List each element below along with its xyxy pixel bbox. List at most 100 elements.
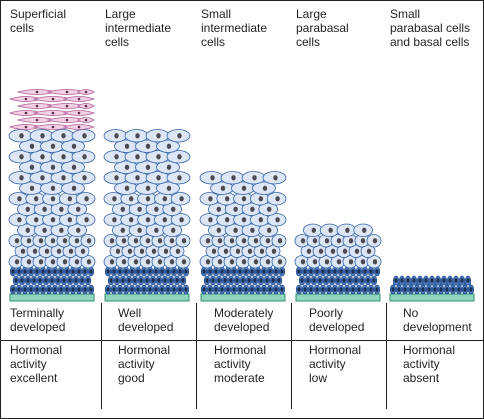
epithelial-cell-nucleus — [216, 206, 221, 212]
epithelial-cell-nucleus — [86, 259, 92, 265]
pyknotic-nucleus — [84, 90, 88, 94]
basal-cell-nucleus — [109, 278, 113, 283]
epithelial-cell-nucleus — [267, 227, 272, 233]
pyknotic-nucleus — [65, 104, 69, 108]
basal-cell-nucleus — [327, 287, 331, 292]
basal-cell-nucleus — [89, 269, 93, 274]
epithelial-cell-nucleus — [210, 175, 215, 181]
basal-cell-nucleus — [214, 287, 218, 292]
basal-cell-nucleus — [406, 278, 410, 283]
epithelial-cell-nucleus — [166, 185, 172, 191]
epithelial-cell-nucleus — [50, 196, 56, 202]
basal-cell-nucleus — [23, 287, 27, 292]
basal-cell-nucleus — [424, 278, 428, 283]
epithelial-cell-nucleus — [42, 227, 47, 233]
basal-cell-nucleus — [336, 278, 340, 283]
basal-cell-nucleus — [457, 287, 461, 292]
epithelial-cell-nucleus — [67, 217, 73, 223]
basal-cell-nucleus — [71, 269, 75, 274]
basal-cell-nucleus — [315, 287, 319, 292]
epithelial-cell-nucleus — [137, 227, 142, 233]
basal-cell-nucleus — [357, 269, 361, 274]
basal-cell-nucleus — [106, 269, 110, 274]
epithelial-cell-nucleus — [40, 133, 45, 139]
basal-cell-nucleus — [238, 287, 242, 292]
epithelial-cell-nucleus — [109, 259, 115, 265]
epithelial-cell-nucleus — [139, 248, 145, 254]
epithelial-cell-nucleus — [223, 248, 229, 254]
epithelial-cell-nucleus — [162, 196, 167, 202]
basal-cell-nucleus — [62, 278, 66, 283]
basal-cell-nucleus — [53, 269, 57, 274]
epithelial-cell-nucleus — [360, 238, 366, 244]
basal-cell-nucleus — [312, 278, 316, 283]
epithelial-cell-nucleus — [74, 238, 80, 244]
basal-cell-nucleus — [136, 287, 140, 292]
epithelium-illustration — [8, 89, 475, 302]
epithelial-cell-nucleus — [169, 259, 175, 265]
basal-cell-nucleus — [436, 278, 440, 283]
epithelial-cell-nucleus — [300, 259, 306, 265]
basal-cell-nucleus — [157, 278, 161, 283]
row-divider — [0, 340, 484, 341]
basement-membrane — [295, 293, 381, 302]
basal-cell-nucleus — [211, 278, 215, 283]
basal-cell-nucleus — [363, 287, 367, 292]
pyknotic-nucleus — [35, 104, 39, 108]
epithelial-cell-nucleus — [250, 206, 255, 212]
basal-cell-nucleus — [448, 278, 452, 283]
basal-cell-nucleus — [130, 287, 134, 292]
basal-cell-nucleus — [184, 269, 188, 274]
epithelial-cell-nucleus — [273, 175, 278, 181]
basal-cell-nucleus — [217, 278, 221, 283]
epithelial-cell-nucleus — [166, 143, 172, 149]
basal-cell-nucleus — [208, 287, 212, 292]
basal-cell-nucleus — [271, 278, 275, 283]
epithelial-cell-nucleus — [265, 259, 271, 265]
epithelial-cell-nucleus — [162, 217, 167, 223]
hormonal-activity-large-intermediate: Hormonal activity good — [118, 343, 171, 385]
basal-cell-nucleus — [77, 287, 81, 292]
basal-cell-nucleus — [262, 269, 266, 274]
basal-cell-nucleus — [142, 287, 146, 292]
basal-cell-nucleus — [309, 287, 313, 292]
epithelial-cell-nucleus — [145, 238, 151, 244]
epithelial-cell-nucleus — [71, 164, 77, 170]
epithelial-cell-nucleus — [265, 238, 271, 244]
basal-cell-nucleus — [220, 269, 224, 274]
epithelial-cell-nucleus — [84, 217, 89, 223]
epithelial-cell-nucleus — [121, 259, 127, 265]
basal-cell-nucleus — [274, 269, 278, 274]
basement-membrane — [200, 293, 286, 302]
development-superficial: Terminally developed — [10, 306, 66, 334]
epithelial-cell-nucleus — [311, 227, 316, 233]
epithelial-cell-nucleus — [154, 206, 159, 212]
epithelial-cell-nucleus — [114, 175, 119, 181]
epithelial-cell-nucleus — [171, 206, 176, 212]
epithelial-cell-nucleus — [345, 227, 350, 233]
basal-cell-nucleus — [469, 287, 473, 292]
hormonal-activity-small-intermediate: Hormonal activity moderate — [214, 343, 267, 385]
basal-cell-nucleus — [375, 287, 379, 292]
basal-cell-nucleus — [253, 278, 257, 283]
basal-cell-nucleus — [154, 287, 158, 292]
basal-cell-nucleus — [244, 269, 248, 274]
epithelial-cell-nucleus — [324, 259, 330, 265]
basal-cell-nucleus — [35, 269, 39, 274]
epithelial-cell-nucleus — [241, 217, 247, 223]
epithelial-cell-nucleus — [348, 238, 354, 244]
basal-cell-nucleus — [23, 269, 27, 274]
epithelial-cell-nucleus — [366, 248, 372, 254]
epithelial-cell-nucleus — [145, 143, 151, 149]
epithelial-cell-nucleus — [220, 185, 226, 191]
epithelial-cell-nucleus — [208, 217, 213, 223]
basal-cell-nucleus — [77, 269, 81, 274]
epithelial-cell-nucleus — [336, 238, 342, 244]
basal-cell-nucleus — [53, 287, 57, 292]
basal-cell-nucleus — [268, 269, 272, 274]
epithelial-cell-nucleus — [61, 133, 66, 139]
basal-cell-nucleus — [351, 269, 355, 274]
epithelial-cell-nucleus — [50, 217, 56, 223]
basal-cell-nucleus — [178, 287, 182, 292]
basal-cell-nucleus — [315, 269, 319, 274]
